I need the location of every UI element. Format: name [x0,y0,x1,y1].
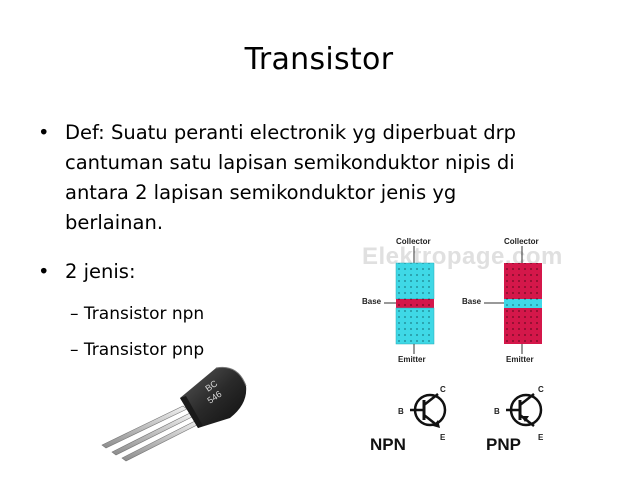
emitter-label-left: Emitter [398,355,426,364]
pnp-pin-b: B [494,407,500,416]
bullet-line: 2 jenis: [65,260,136,283]
npn-pin-b: B [398,407,404,416]
pnp-emitter-layer [504,308,542,344]
pnp-pin-e: E [538,433,544,442]
bullet-line: cantuman satu lapisan semikonduktor nipi… [65,151,515,174]
bullet-line: Def: Suatu peranti electronik yg diperbu… [65,121,516,144]
pnp-base-layer [504,299,542,308]
transistor-body [180,366,247,428]
bullet-line: berlainan. [65,211,164,234]
transistor-package-image: BC 546 [101,366,247,462]
npn-pnp-diagram: Elektropage.com Collector Emitter Base C… [362,237,562,454]
sub-bullet-npn: – Transistor npn [70,304,205,324]
transistor-leads [101,405,206,462]
npn-label: NPN [370,435,406,454]
npn-collector-layer [395,262,435,300]
bullet-line: antara 2 lapisan semikonduktor jenis yg [65,181,457,204]
pnp-pin-c: C [538,385,544,394]
emitter-label-right: Emitter [506,355,534,364]
npn-emitter-layer [395,307,435,345]
pnp-collector-layer [504,263,542,299]
pnp-label: PNP [486,435,521,454]
base-label-right: Base [462,297,482,306]
npn-pin-c: C [440,385,446,394]
sub-bullet-pnp: – Transistor pnp [70,340,205,360]
npn-pin-e: E [440,433,446,442]
bullet-marker: • [38,260,50,283]
base-label-left: Base [362,297,382,306]
npn-base-layer [396,299,434,308]
pnp-symbol-icon [506,393,543,427]
bullet-marker: • [38,121,50,144]
collector-label-right: Collector [504,237,539,246]
slide-title: Transistor [244,42,394,77]
npn-symbol-icon [410,393,447,428]
collector-label-left: Collector [396,237,431,246]
